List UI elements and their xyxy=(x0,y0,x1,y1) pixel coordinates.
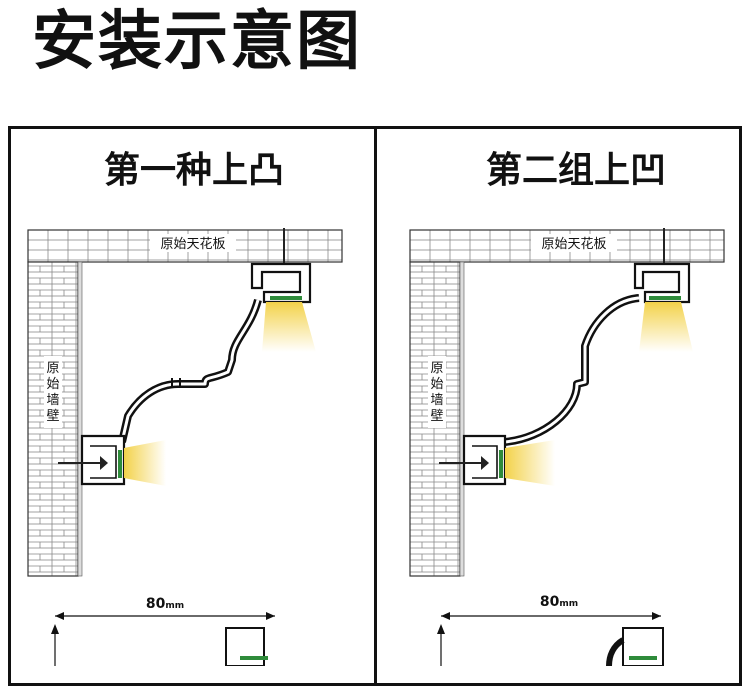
light-beam xyxy=(639,302,693,352)
screw-icon xyxy=(58,456,108,470)
screw-icon xyxy=(439,456,489,470)
profile-top xyxy=(250,262,312,304)
diagram-convex: 原始天花板 原 始 墙 壁 80mm xyxy=(27,228,343,666)
led-strip xyxy=(270,296,302,300)
light-beam xyxy=(262,302,316,352)
cove-curve xyxy=(118,298,262,443)
svg-text:始: 始 xyxy=(430,377,443,392)
svg-text:墙: 墙 xyxy=(430,393,443,408)
svg-text:80mm: 80mm xyxy=(146,596,184,612)
svg-text:80mm: 80mm xyxy=(540,594,578,610)
led-strip xyxy=(649,296,681,300)
svg-text:壁: 壁 xyxy=(46,409,59,424)
panel-title-convex: 第一种上凸 xyxy=(103,150,284,191)
ceiling-label: 原始天花板 xyxy=(160,236,225,252)
dimension-value: 80 xyxy=(146,596,166,612)
svg-text:壁: 壁 xyxy=(430,409,443,424)
wall-label: 原 xyxy=(46,361,59,376)
dimension-value: 80 xyxy=(540,594,560,610)
ceiling-label: 原始天花板 xyxy=(541,236,606,252)
profile-top xyxy=(633,262,691,304)
section-profile xyxy=(225,627,265,666)
panel-title-concave: 第二组上凹 xyxy=(485,150,666,191)
diagram-concave: 原始天花板 原 始 墙 壁 80mm xyxy=(409,228,725,666)
cove-curve xyxy=(504,294,640,446)
panel-divider xyxy=(374,126,377,686)
svg-text:墙: 墙 xyxy=(46,393,59,408)
wall-label: 原 xyxy=(430,361,443,376)
section-profile xyxy=(622,627,664,666)
page-title: 安装示意图 xyxy=(32,5,362,79)
svg-text:始: 始 xyxy=(46,377,59,392)
